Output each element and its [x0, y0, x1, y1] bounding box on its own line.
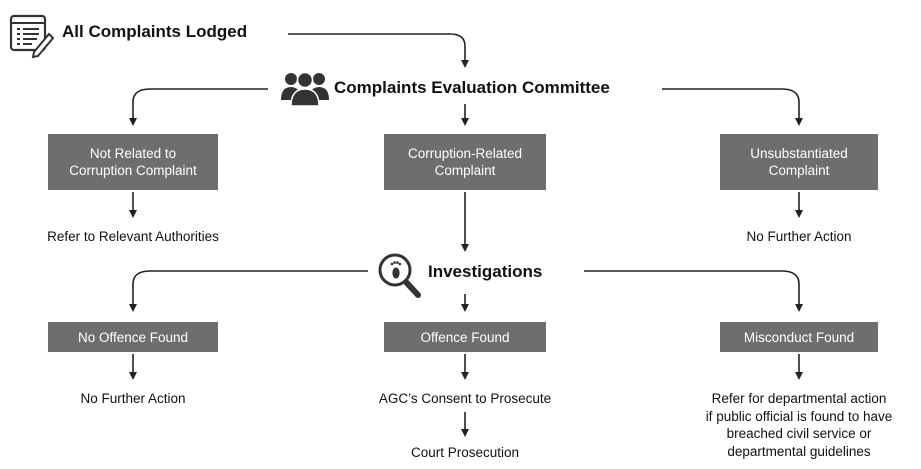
connector-committee-left — [129, 88, 268, 126]
connector-committee-right — [662, 88, 803, 126]
connector-investigations-left — [129, 270, 368, 312]
box-offence: Offence Found — [384, 322, 546, 352]
people-group-icon — [281, 71, 329, 107]
box-no-offence-label: No Offence Found — [77, 329, 189, 345]
result-refer-departmental-line-4: departmental guidelines — [727, 443, 871, 459]
box-corruption-related: Corruption-Related Complaint — [384, 134, 546, 190]
box-not-related: Not Related to Corruption Complaint — [48, 134, 218, 190]
result-no-further-action-1: No Further Action — [746, 229, 852, 244]
result-refer-departmental-line-3: breached civil service or — [726, 426, 872, 441]
box-corruption-related-line-2: Complaint — [434, 163, 496, 178]
document-list-icon — [9, 14, 55, 58]
result-refer-departmental: Refer for departmental action if public … — [679, 390, 919, 460]
box-not-related-line-2: Corruption Complaint — [69, 163, 197, 178]
box-offence-label: Offence Found — [420, 329, 510, 345]
box-misconduct-label: Misconduct Found — [743, 329, 855, 345]
result-refer-authorities: Refer to Relevant Authorities — [47, 229, 219, 244]
investigations-label: Investigations — [428, 262, 543, 281]
box-unsubstantiated-line-2: Complaint — [768, 163, 830, 178]
connector-investigations-right — [584, 270, 803, 312]
result-court-prosecution: Court Prosecution — [410, 445, 520, 460]
result-agc-consent: AGC’s Consent to Prosecute — [378, 391, 552, 406]
box-corruption-related-line-1: Corruption-Related — [407, 146, 523, 161]
box-unsubstantiated-line-1: Unsubstantiated — [750, 146, 848, 161]
committee-label: Complaints Evaluation Committee — [334, 78, 610, 97]
box-unsubstantiated: Unsubstantiated Complaint — [720, 134, 878, 190]
magnifier-footprint-icon — [378, 253, 421, 298]
result-no-further-action-2: No Further Action — [80, 391, 186, 406]
all-complaints-lodged-label: All Complaints Lodged — [62, 22, 248, 41]
result-refer-departmental-line-2: if public official is found to have — [705, 408, 893, 424]
result-refer-departmental-line-1: Refer for departmental action — [711, 391, 887, 406]
box-not-related-line-1: Not Related to — [89, 146, 177, 161]
box-misconduct: Misconduct Found — [720, 322, 878, 352]
connector-top-to-committee — [288, 33, 469, 68]
box-no-offence: No Offence Found — [48, 322, 218, 352]
